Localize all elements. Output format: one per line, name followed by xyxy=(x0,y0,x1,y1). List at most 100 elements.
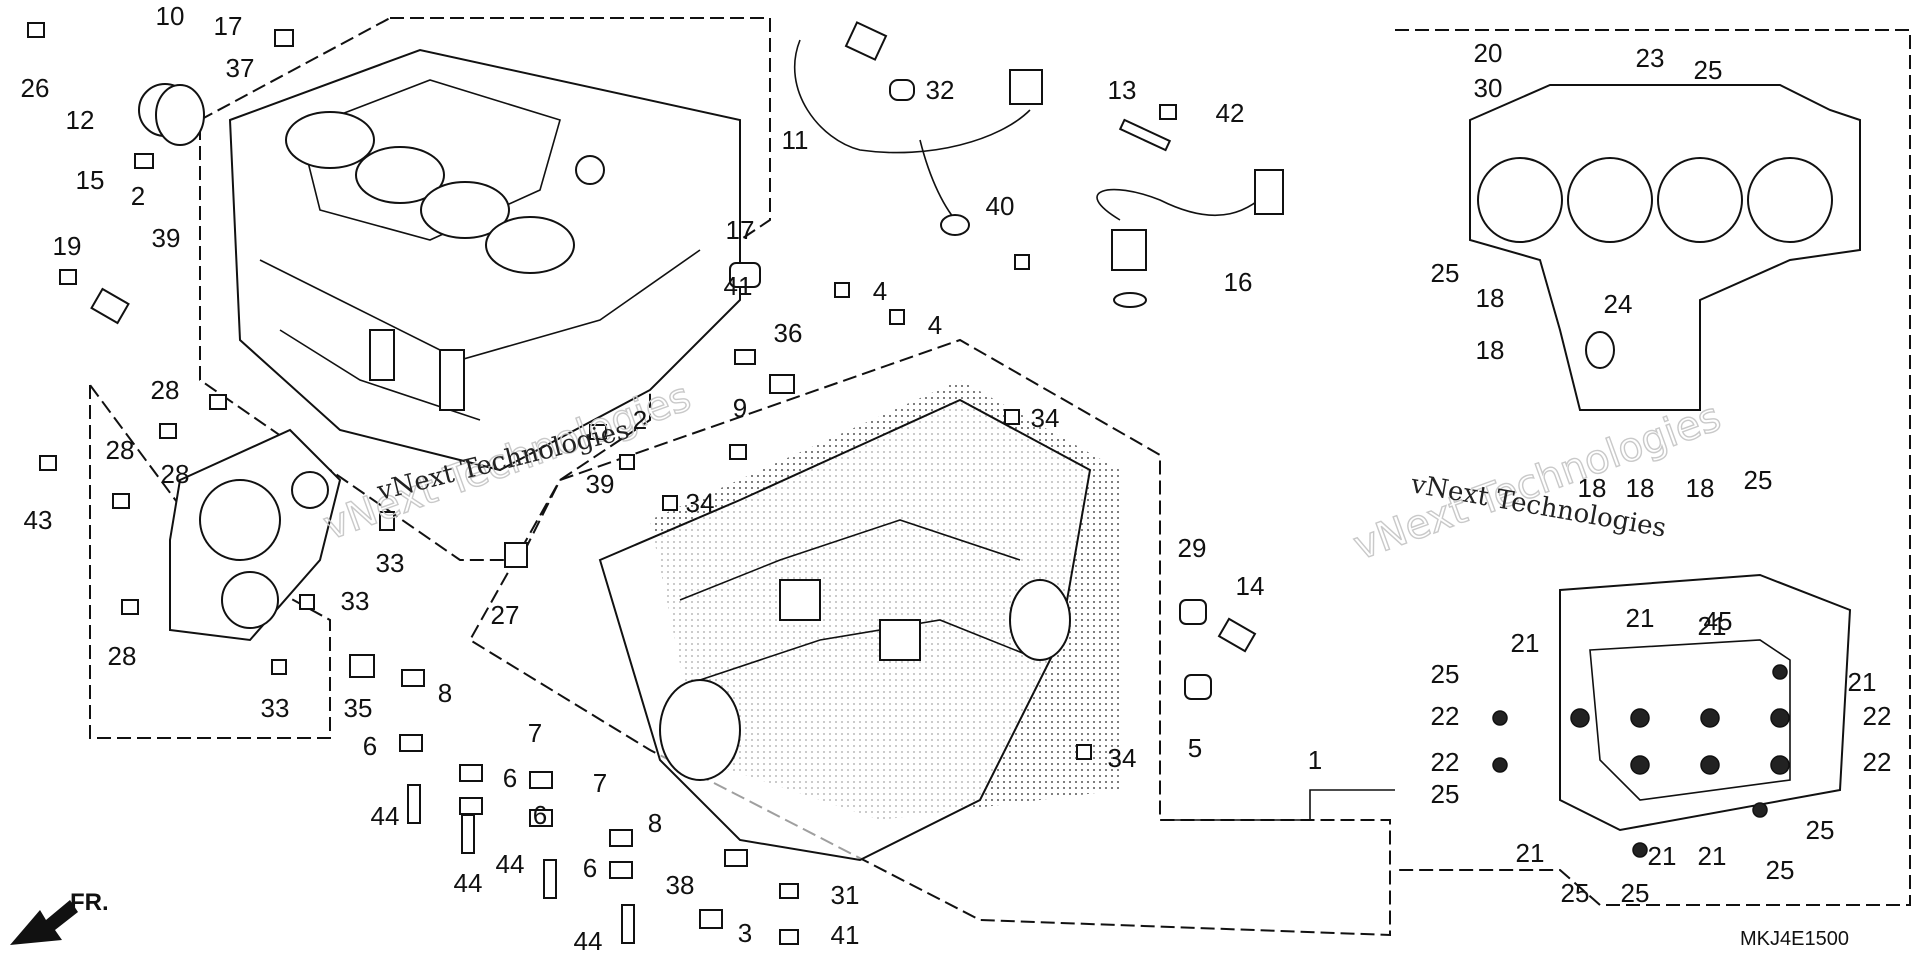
callout-26: 26 xyxy=(21,73,50,103)
callout-44: 44 xyxy=(496,849,525,879)
right-view-lower-drawing xyxy=(1492,573,1852,858)
callout-8: 8 xyxy=(438,678,452,708)
callout-34: 34 xyxy=(1108,743,1137,773)
callout-6: 6 xyxy=(503,763,517,793)
callout-21: 21 xyxy=(1648,841,1677,871)
callout-41: 41 xyxy=(831,920,860,950)
callout-16: 16 xyxy=(1224,267,1253,297)
callout-34: 34 xyxy=(1031,403,1060,433)
callout-19: 19 xyxy=(53,231,82,261)
callout-39: 39 xyxy=(152,223,181,253)
callout-21: 21 xyxy=(1516,838,1545,868)
callout-33: 33 xyxy=(376,548,405,578)
callout-44: 44 xyxy=(574,926,603,956)
callout-36: 36 xyxy=(774,318,803,348)
callout-21: 21 xyxy=(1511,628,1540,658)
callout-4: 4 xyxy=(873,276,887,306)
callout-18: 18 xyxy=(1686,473,1715,503)
group-boundary-upper-crankcase xyxy=(199,17,771,561)
callout-22: 22 xyxy=(1431,747,1460,777)
callout-31: 31 xyxy=(831,880,860,910)
callout-43: 43 xyxy=(24,505,53,535)
left-cover-drawing xyxy=(169,428,342,642)
callout-7: 7 xyxy=(593,768,607,798)
callout-25: 25 xyxy=(1806,815,1835,845)
callout-18: 18 xyxy=(1476,335,1505,365)
callout-18: 18 xyxy=(1626,473,1655,503)
callout-21: 21 xyxy=(1698,611,1727,641)
callout-33: 33 xyxy=(261,693,290,723)
callout-12: 12 xyxy=(66,105,95,135)
harness-16-drawing xyxy=(1096,169,1284,308)
callout-13: 13 xyxy=(1108,75,1137,105)
callout-28: 28 xyxy=(161,459,190,489)
callout-17: 17 xyxy=(726,215,755,245)
callout-6: 6 xyxy=(583,853,597,883)
callout-20: 20 xyxy=(1474,38,1503,68)
callout-37: 37 xyxy=(226,53,255,83)
callout-7: 7 xyxy=(528,718,542,748)
callout-17: 17 xyxy=(214,11,243,41)
callout-2: 2 xyxy=(131,181,145,211)
callout-25: 25 xyxy=(1694,55,1723,85)
callout-21: 21 xyxy=(1626,603,1655,633)
callout-33: 33 xyxy=(341,586,370,616)
right-view-upper-drawing xyxy=(1469,84,1861,411)
callout-14: 14 xyxy=(1236,571,1265,601)
callout-3: 3 xyxy=(738,918,752,948)
callout-39: 39 xyxy=(586,469,615,499)
callout-22: 22 xyxy=(1863,701,1892,731)
callout-10: 10 xyxy=(156,1,185,31)
callout-22: 22 xyxy=(1863,747,1892,777)
group-boundary-lower-crankcase xyxy=(468,338,1391,937)
callout-44: 44 xyxy=(371,801,400,831)
callout-28: 28 xyxy=(151,375,180,405)
callout-38: 38 xyxy=(666,870,695,900)
callout-28: 28 xyxy=(108,641,137,671)
callout-layer: 1223445666677889101112131415161717181818… xyxy=(21,1,1892,956)
callout-2: 2 xyxy=(633,405,647,435)
front-direction-arrow: FR. xyxy=(10,889,109,945)
callout-8: 8 xyxy=(648,808,662,838)
callout-42: 42 xyxy=(1216,98,1245,128)
callout-40: 40 xyxy=(986,191,1015,221)
lower-crankcase-drawing xyxy=(598,380,1120,862)
callout-34: 34 xyxy=(686,488,715,518)
diagram-code: MKJ4E1500 xyxy=(1740,928,1849,950)
upper-crankcase-drawing xyxy=(228,48,741,472)
callout-28: 28 xyxy=(106,435,135,465)
callout-6: 6 xyxy=(363,731,377,761)
callout-1: 1 xyxy=(1308,745,1322,775)
callout-27: 27 xyxy=(491,600,520,630)
callout-25: 25 xyxy=(1766,855,1795,885)
watermark: vNext Technologies xyxy=(1348,394,1727,569)
callout-5: 5 xyxy=(1188,733,1202,763)
callout-22: 22 xyxy=(1431,701,1460,731)
callout-11: 11 xyxy=(782,125,809,155)
callout-4: 4 xyxy=(928,310,942,340)
group-boundary-right-view xyxy=(1395,29,1911,906)
callout-44: 44 xyxy=(454,868,483,898)
callout-25: 25 xyxy=(1431,659,1460,689)
fasteners-drawing xyxy=(27,22,1257,945)
callout-25: 25 xyxy=(1744,465,1773,495)
callout-23: 23 xyxy=(1636,43,1665,73)
svg-text:FR.: FR. xyxy=(70,889,109,916)
callout-25: 25 xyxy=(1431,779,1460,809)
callout-29: 29 xyxy=(1178,533,1207,563)
callout-9: 9 xyxy=(733,393,747,423)
callout-6: 6 xyxy=(533,800,547,830)
callout-24: 24 xyxy=(1604,289,1633,319)
callout-25: 25 xyxy=(1561,878,1590,908)
callout-25: 25 xyxy=(1621,878,1650,908)
callout-25: 25 xyxy=(1431,258,1460,288)
callout-21: 21 xyxy=(1698,841,1727,871)
harness-11-drawing xyxy=(794,21,1043,236)
callout-41: 41 xyxy=(724,271,753,301)
callout-45: 45 xyxy=(1704,606,1733,636)
callout-18: 18 xyxy=(1476,283,1505,313)
callout-18: 18 xyxy=(1578,473,1607,503)
callout-30: 30 xyxy=(1474,73,1503,103)
callout-32: 32 xyxy=(926,75,955,105)
